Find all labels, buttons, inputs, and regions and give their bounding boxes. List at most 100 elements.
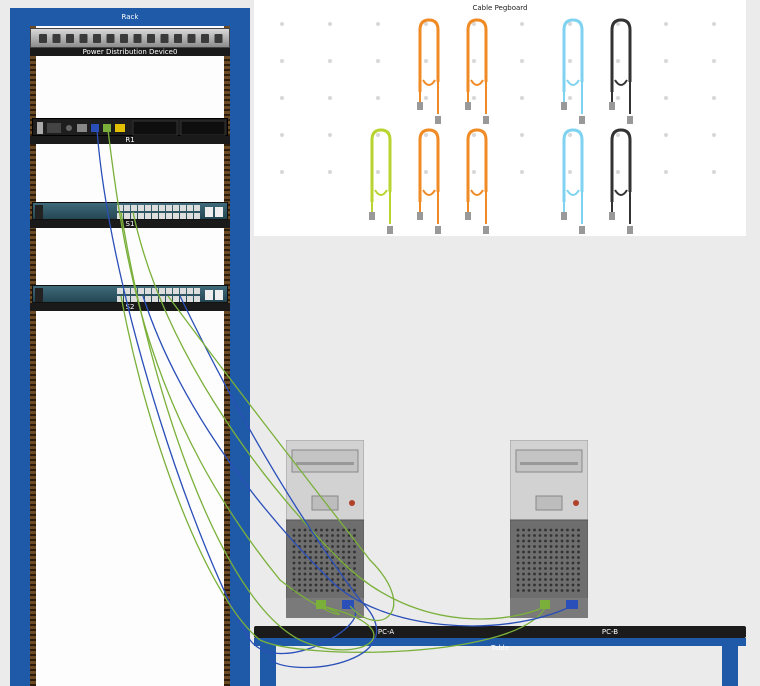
peg-hole [520, 170, 524, 174]
peg-hole [616, 96, 620, 100]
peg-hole [424, 59, 428, 63]
switch-port [159, 205, 165, 211]
router-ports [37, 120, 226, 136]
peg-hole [520, 96, 524, 100]
switch-port [194, 296, 200, 302]
pc-b-label: PC-B [601, 628, 619, 636]
peg-hole [712, 96, 716, 100]
switch-port [187, 205, 193, 211]
switch-port [173, 213, 179, 219]
peg-hole [520, 22, 524, 26]
coiled-cable [417, 128, 441, 234]
table[interactable]: Table [254, 626, 746, 686]
peg-hole [376, 59, 380, 63]
peg-hole [472, 22, 476, 26]
rack[interactable]: Rack [10, 8, 250, 686]
switch-port [180, 205, 186, 211]
switch-port [117, 213, 123, 219]
peg-hole [664, 96, 668, 100]
peg-hole [568, 170, 572, 174]
rack-title: Rack [121, 13, 139, 21]
switch-port [117, 288, 123, 294]
switch-port [145, 205, 151, 211]
router-r1[interactable] [32, 118, 228, 136]
switch-port [145, 288, 151, 294]
peg-hole [472, 170, 476, 174]
peg-hole [424, 22, 428, 26]
peg-hole [280, 96, 284, 100]
router-label: R1 [125, 136, 135, 144]
peg-hole [568, 133, 572, 137]
switch-port [187, 213, 193, 219]
coiled-cable [561, 18, 585, 124]
switch-port [152, 288, 158, 294]
switch-port [124, 213, 130, 219]
switch-s2[interactable] [32, 285, 228, 303]
peg-hole [424, 96, 428, 100]
pdu-outlet [147, 34, 155, 43]
power-distribution-device[interactable] [30, 28, 230, 48]
switch-port [173, 296, 179, 302]
peg-hole [328, 96, 332, 100]
rack-left-post [10, 8, 30, 686]
switch-port [180, 213, 186, 219]
peg-hole [328, 22, 332, 26]
switch-port [124, 288, 130, 294]
rack-top-frame [10, 8, 250, 26]
switch-port [159, 296, 165, 302]
pdu-outlet [201, 34, 209, 43]
switch-port [173, 205, 179, 211]
peg-hole [424, 133, 428, 137]
switch-uplink [205, 207, 213, 217]
coiled-cable [369, 128, 393, 234]
switch-uplink [215, 290, 223, 300]
peg-hole [616, 170, 620, 174]
switch-port [166, 205, 172, 211]
s2-ports [35, 288, 223, 302]
table-left-leg [260, 646, 276, 686]
switch-port [166, 296, 172, 302]
peg-hole [472, 96, 476, 100]
pdu-outlet [93, 34, 101, 43]
peg-hole [616, 59, 620, 63]
switch-s1[interactable] [32, 202, 228, 220]
pdu-outlet [174, 34, 182, 43]
s2-label: S2 [125, 303, 135, 311]
rack-right-post [230, 8, 250, 686]
coiled-cable [609, 128, 633, 234]
peg-hole [712, 133, 716, 137]
peg-hole [568, 22, 572, 26]
coiled-cable [465, 18, 489, 124]
coiled-cable [465, 128, 489, 234]
switch-port [187, 296, 193, 302]
peg-hole [328, 59, 332, 63]
coiled-cable [609, 18, 633, 124]
s1-ports [35, 205, 223, 219]
pdu-outlet [106, 34, 115, 43]
pdu-label-bar [30, 48, 230, 56]
pdu-outlet [120, 34, 128, 43]
switch-port [138, 288, 144, 294]
pdu-outlet [39, 34, 47, 43]
pdu-outlet [160, 34, 169, 43]
pdu-outlet [214, 34, 223, 43]
peg-hole [712, 59, 716, 63]
switch-port [152, 296, 158, 302]
pc-b[interactable] [509, 439, 589, 628]
switch-port [145, 296, 151, 302]
switch-port [117, 296, 123, 302]
pdu-label: Power Distribution Device0 [82, 48, 178, 56]
switch-port [173, 288, 179, 294]
peg-hole [376, 96, 380, 100]
cable-pegboard[interactable]: Cable Pegboard [254, 0, 746, 236]
s1-label: S1 [125, 220, 135, 228]
switch-port [180, 288, 186, 294]
pdu-outlet [52, 34, 61, 43]
pegboard-holes [280, 22, 716, 174]
switch-port [117, 205, 123, 211]
rack-left-rail [30, 26, 36, 686]
switch-uplink [205, 290, 213, 300]
switch-port [124, 205, 130, 211]
switch-port [194, 205, 200, 211]
pc-a[interactable] [285, 439, 365, 628]
